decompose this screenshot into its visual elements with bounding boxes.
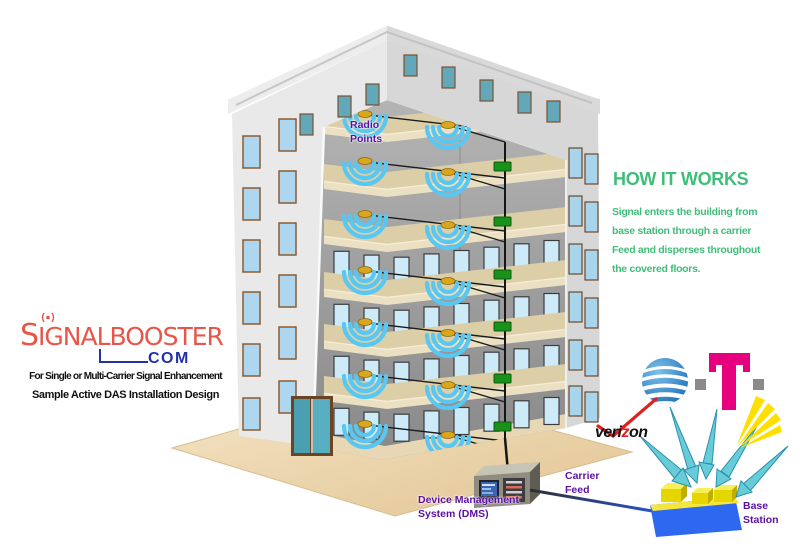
- dms-device-icon: [474, 462, 540, 508]
- brand-wordmark: SIGNALBOOSTER: [20, 318, 224, 353]
- radio-point-icon: [341, 420, 506, 450]
- exterior-window: [441, 66, 456, 89]
- base-station-icon: [650, 483, 742, 537]
- signal-arrow: [698, 408, 718, 481]
- riser-unit-icon: [493, 216, 512, 227]
- exterior-window: [517, 91, 532, 114]
- radio-point-icon: [341, 210, 506, 240]
- sprint-fan-icon: [737, 396, 782, 448]
- tmobile-logo-icon: [695, 353, 764, 410]
- tagline-2: Sample Active DAS Installation Design: [31, 389, 220, 401]
- exterior-window: [242, 239, 261, 273]
- signal-arrow: [735, 445, 789, 498]
- exterior-window: [242, 397, 261, 431]
- exterior-window: [365, 83, 380, 106]
- exterior-window: [242, 291, 261, 325]
- radio-point-icon: [424, 121, 506, 151]
- riser-unit-icon: [493, 373, 512, 384]
- signal-arrow: [639, 435, 692, 488]
- exterior-window: [568, 385, 583, 417]
- carrier-feed-line: [529, 488, 659, 514]
- antenna-icon: [41, 312, 55, 323]
- signal-arrows: [639, 406, 789, 498]
- radio-point-icon: [424, 168, 506, 198]
- exterior-window: [584, 153, 599, 185]
- radio-point-icon: [424, 329, 506, 359]
- radio-point-icon: [341, 370, 506, 400]
- dms-label: Device Management System (DMS): [418, 494, 519, 520]
- verizon-logo: verizon: [595, 424, 648, 441]
- radio-point-icon: [341, 110, 506, 140]
- exterior-window: [299, 113, 314, 136]
- exterior-window: [242, 187, 261, 221]
- base-station-label: Base Station: [743, 500, 779, 526]
- verizon-swoosh-icon: [596, 397, 658, 438]
- exterior-window: [278, 326, 297, 360]
- exterior-window: [242, 135, 261, 169]
- brand-tld: COM: [148, 350, 190, 367]
- carrier-feed-label: Carrier Feed: [565, 470, 600, 496]
- riser-unit-icon: [493, 269, 512, 280]
- riser-unit-icon: [493, 421, 512, 432]
- exterior-window: [584, 249, 599, 281]
- how-it-works-title: HOW IT WORKS: [613, 169, 749, 189]
- entrance-door-icon: [291, 396, 333, 456]
- building-right-wall: [387, 40, 600, 428]
- att-globe-icon: [642, 358, 688, 404]
- interior-window: [423, 410, 440, 439]
- exterior-window: [568, 195, 583, 227]
- exterior-window: [546, 100, 561, 123]
- radio-point-icon: [424, 221, 506, 251]
- interior-window: [543, 396, 560, 426]
- exterior-window: [584, 201, 599, 233]
- exterior-windows: [242, 54, 599, 431]
- radio-points-label: Radio Points: [350, 119, 383, 145]
- exterior-window: [278, 170, 297, 204]
- exterior-window: [337, 95, 352, 118]
- roof: [227, 22, 601, 114]
- riser-unit-icon: [493, 321, 512, 332]
- interior-window: [453, 406, 470, 436]
- exterior-window: [584, 391, 599, 423]
- radio-point-icon: [424, 381, 506, 411]
- riser-unit-icon: [493, 161, 512, 172]
- radio-point-icon: [341, 318, 506, 348]
- exterior-window: [242, 343, 261, 377]
- exterior-window: [584, 297, 599, 329]
- exterior-window: [278, 118, 297, 152]
- exterior-window: [403, 54, 418, 77]
- exterior-window: [479, 79, 494, 102]
- interior-window: [513, 400, 530, 429]
- how-it-works-body: Signal enters the building from base sta…: [612, 206, 761, 275]
- building: [227, 22, 601, 460]
- radio-point-icon: [424, 277, 506, 307]
- exterior-window: [568, 339, 583, 371]
- radio-point-icon: [341, 266, 506, 296]
- exterior-window: [568, 291, 583, 323]
- radio-points: [341, 110, 506, 460]
- exterior-window: [278, 274, 297, 308]
- exterior-window: [584, 345, 599, 377]
- building-left-wall: [232, 40, 387, 446]
- signal-arrow: [669, 406, 700, 485]
- radio-point-icon: [341, 157, 506, 187]
- exterior-window: [568, 243, 583, 275]
- logo-connector-line: [99, 349, 148, 363]
- building-interior: [313, 100, 566, 460]
- exterior-window: [568, 147, 583, 179]
- tagline-1: For Single or Multi-Carrier Signal Enhan…: [29, 371, 223, 382]
- exterior-window: [278, 222, 297, 256]
